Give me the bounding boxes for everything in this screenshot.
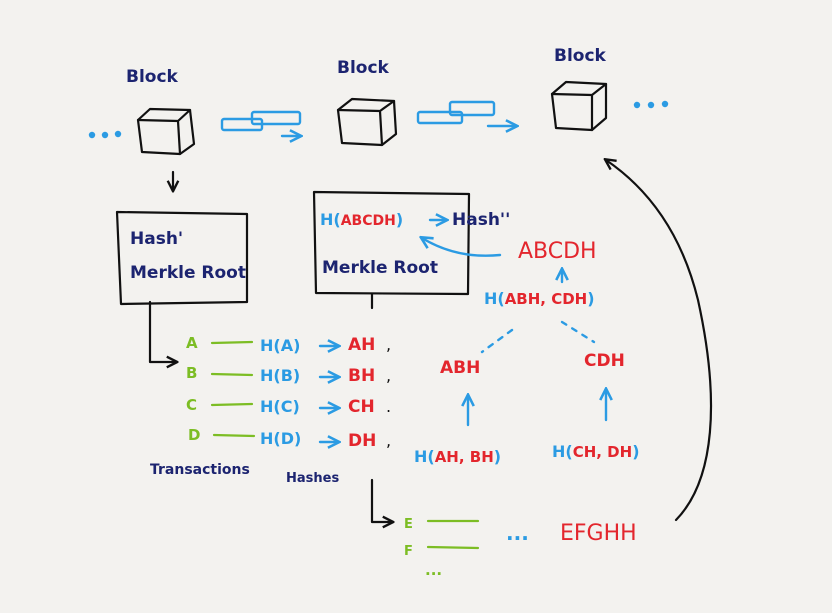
tx-separator: , [386,335,391,354]
cube-icon [550,80,608,132]
block-header-left: Hash' Merkle Root [115,210,249,306]
transactions-caption: Transactions [150,462,250,478]
tx-row: D H(D) DH , [188,426,391,451]
chain-leading-ellipsis [88,130,122,139]
block-1: Block [126,67,196,156]
cube-icon [336,97,398,147]
cube-icon [136,107,196,156]
tx-hash-result: AH [348,335,375,355]
tx-label: B [186,364,197,382]
root-to-header-arrow [422,238,502,257]
root-hash-expression: H(ABH, CDH) [484,289,595,308]
root-hash-args: ABH, CDH [505,290,588,308]
tx-hash-result: DH [348,431,376,451]
tree-branch-right [560,320,596,344]
header-right-hash-close: ) [396,210,403,229]
tx-label: D [188,426,200,444]
merkle-tree: ABCDH H(ABH, CDH) ABH CDH H(AH, BH) H(CH… [414,238,640,466]
tx-hash-fn: H(D) [260,429,301,448]
tx-label: A [186,334,198,352]
tree-left-node: ABH [440,358,480,378]
next-block-root: EFGHH [560,521,637,546]
next-root-to-block-3-arrow [606,160,713,522]
header-right-merkle-root: Merkle Root [322,258,438,278]
tx-label: C [186,396,197,414]
left-hash-close: ) [494,447,501,466]
header-left-to-tx-connector [148,300,176,362]
right-hash-expression: H(CH, DH) [552,442,640,461]
block-header-right: H(ABCDH) Hash'' Merkle Root [312,190,510,296]
merkle-root-value: ABCDH [518,239,597,264]
root-hash-close: ) [587,289,594,308]
tx-hash-result: CH [348,397,375,417]
next-tx-ellipsis: ... [506,521,529,545]
left-hash-args: AH, BH [435,448,494,466]
tx-hash-result: BH [348,366,375,386]
next-tx-label: F [404,544,413,559]
tx-separator: , [386,431,391,450]
right-hash-close: ) [632,442,639,461]
tx-separator: , [386,366,391,385]
left-hash-expression: H(AH, BH) [414,447,501,466]
next-tx-label: E [404,517,413,532]
block-2-label: Block [337,58,390,78]
tx-row: A H(A) AH , [186,334,391,355]
block-3-label: Block [554,46,607,66]
next-tx-connector [370,478,392,522]
header-right-hash-fn: H( [320,210,341,229]
right-hash-fn: H( [552,442,573,461]
tx-row: B H(B) BH , [186,364,391,386]
hashes-caption: Hashes [286,471,339,486]
tree-branch-left [480,328,514,354]
tx-hash-fn: H(A) [260,336,300,355]
next-transaction-list: E F ... [404,517,480,579]
right-hash-args: CH, DH [573,443,633,461]
transaction-list: A H(A) AH , B H(B) BH , C H(C) CH . D H(… [186,334,391,451]
tx-hash-fn: H(C) [260,397,300,416]
next-tx-more: ... [425,561,442,579]
block-1-label: Block [126,67,179,87]
header-right-hash-result: Hash'' [452,210,510,230]
block-2: Block [336,58,398,147]
left-hash-fn: H( [414,447,435,466]
root-hash-fn: H( [484,289,505,308]
header-left-hash: Hash' [130,229,183,249]
block-3: Block [550,46,608,132]
chain-link-2 [416,100,516,126]
tx-hash-fn: H(B) [260,366,300,385]
header-right-hash-arg: ABCDH [341,213,396,229]
chain-trailing-ellipsis [633,100,669,109]
header-right-hash-expression: H(ABCDH) [320,210,403,229]
tree-right-node: CDH [584,351,625,371]
tx-separator: . [386,397,391,416]
tx-row: C H(C) CH . [186,396,391,417]
chain-link-1 [220,110,300,136]
header-left-merkle-root: Merkle Root [130,263,246,283]
